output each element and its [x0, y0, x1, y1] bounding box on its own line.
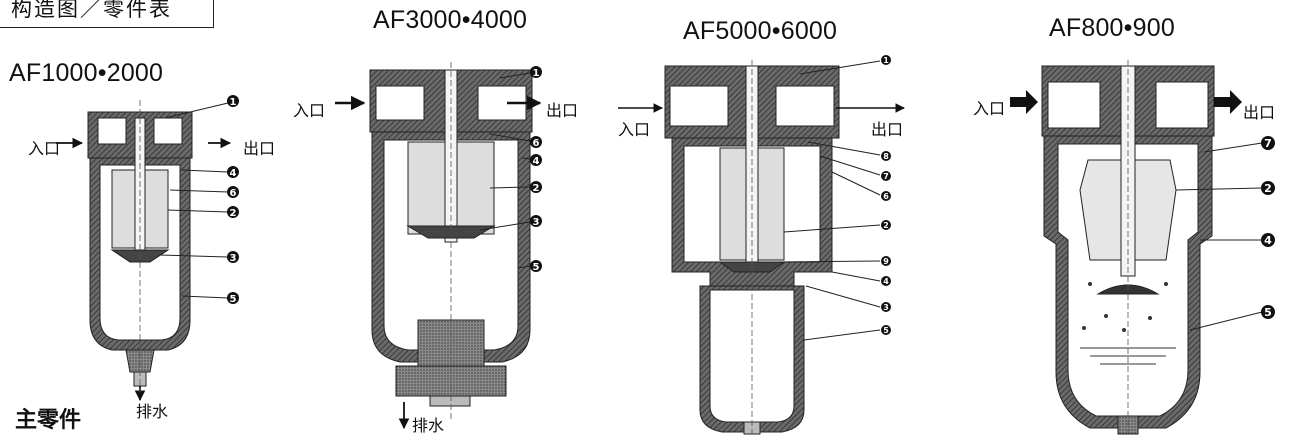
diagram-af5000: 1 8 7 6 2 9 4 3 5: [618, 55, 905, 435]
svg-text:2: 2: [883, 221, 889, 230]
svg-text:5: 5: [1264, 306, 1272, 319]
diagram-af3000: 1 6 4 2 3 5: [335, 62, 542, 430]
inlet-port: [375, 85, 425, 121]
outlet-port: [153, 117, 183, 145]
droplets: [1082, 282, 1168, 332]
model-label-af1000: AF1000•2000: [9, 59, 164, 87]
svg-text:2: 2: [230, 208, 237, 219]
outlet-flow-arrow: [1214, 90, 1242, 114]
outlet-label-af800: 出口: [1243, 105, 1276, 122]
model-label-af5000: AF5000•6000: [683, 17, 838, 45]
svg-text:2: 2: [1264, 182, 1272, 195]
drain-label-af3000: 排水: [412, 418, 445, 435]
svg-text:6: 6: [533, 138, 540, 149]
svg-text:6: 6: [230, 188, 237, 199]
inlet-flow-arrow: [1010, 90, 1038, 114]
callouts-af3000: 1 6 4 2 3 5: [479, 66, 542, 273]
callout-1: [530, 66, 542, 78]
diagram-af1000: 1 4 6 2 3 5: [56, 95, 239, 402]
callout-2: [1261, 181, 1275, 195]
outlet-port: [775, 85, 835, 127]
svg-text:5: 5: [230, 294, 237, 305]
svg-text:8: 8: [883, 152, 889, 161]
callout-9: [881, 256, 891, 266]
inlet-port: [97, 117, 127, 145]
callout-3: [881, 302, 891, 312]
inlet-port: [669, 85, 729, 127]
svg-text:2: 2: [533, 183, 540, 194]
callouts-af1000: 1 4 6 2 3 5: [159, 95, 239, 305]
callout-5: [530, 260, 542, 272]
callout-4: [227, 166, 239, 178]
model-label-af3000: AF3000•4000: [373, 6, 528, 34]
svg-text:5: 5: [533, 262, 540, 273]
callout-3: [227, 251, 239, 263]
callout-7: [1261, 136, 1275, 150]
callout-1: [881, 55, 891, 65]
callout-4: [1261, 233, 1275, 247]
callout-6: [227, 186, 239, 198]
callout-7: [881, 171, 891, 181]
structure-diagram-title: 构造图／零件表: [0, 0, 214, 28]
svg-text:6: 6: [883, 192, 889, 201]
svg-text:5: 5: [883, 326, 889, 335]
svg-text:9: 9: [883, 257, 889, 266]
outlet-label-af1000: 出口: [243, 141, 276, 158]
svg-text:1: 1: [533, 68, 540, 79]
callout-6: [530, 136, 542, 148]
main-parts-heading: 主零件: [15, 407, 82, 432]
inlet-label-af3000: 入口: [293, 103, 326, 120]
model-label-af800: AF800•900: [1049, 14, 1175, 42]
callout-5: [227, 292, 239, 304]
outlet-label-af5000: 出口: [871, 122, 904, 139]
callouts-af5000: 1 8 7 6 2 9 4 3 5: [775, 55, 891, 341]
diagram-af800: 7 2 4 5: [1010, 60, 1275, 435]
callout-1: [227, 95, 239, 107]
drain-label-af1000: 排水: [136, 404, 169, 421]
outlet-port: [1155, 81, 1209, 129]
svg-text:4: 4: [883, 277, 889, 286]
callout-2: [881, 220, 891, 230]
callout-4: [530, 154, 542, 166]
svg-text:1: 1: [883, 56, 889, 65]
outlet-label-af3000: 出口: [546, 103, 579, 120]
callout-8: [881, 151, 891, 161]
callout-6: [881, 191, 891, 201]
svg-text:3: 3: [230, 253, 237, 264]
callout-5: [1261, 305, 1275, 319]
inlet-label-af800: 入口: [973, 101, 1006, 118]
callout-2: [227, 206, 239, 218]
callout-5: [881, 325, 891, 335]
inlet-port: [1047, 81, 1101, 129]
svg-text:4: 4: [533, 156, 540, 167]
svg-text:3: 3: [533, 217, 540, 228]
callout-4: [881, 276, 891, 286]
callout-3: [530, 215, 542, 227]
callout-2: [530, 181, 542, 193]
svg-text:4: 4: [230, 168, 237, 179]
svg-text:1: 1: [230, 97, 237, 108]
svg-text:4: 4: [1264, 234, 1272, 247]
svg-text:3: 3: [883, 303, 889, 312]
inlet-label-af1000: 入口: [28, 141, 61, 158]
inlet-label-af5000: 入口: [618, 122, 651, 139]
svg-text:7: 7: [883, 172, 889, 181]
baffle: [406, 225, 496, 239]
svg-text:7: 7: [1264, 137, 1272, 150]
callouts-af800: 7 2 4 5: [1175, 136, 1275, 331]
